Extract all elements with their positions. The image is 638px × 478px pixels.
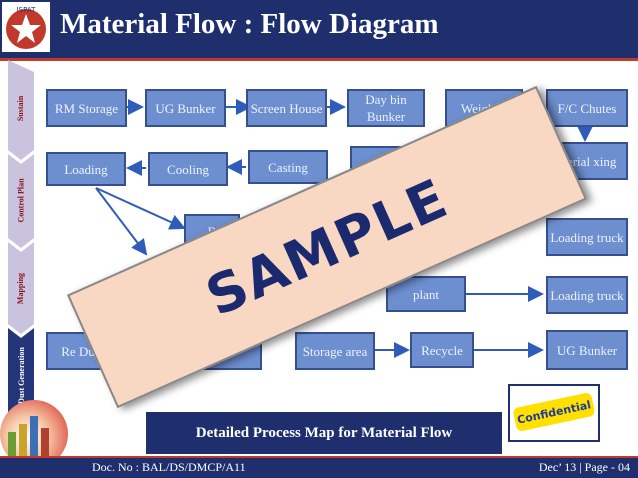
header-bar xyxy=(0,0,638,58)
node-loading: Loading xyxy=(46,152,126,186)
logo-text: ISPAT xyxy=(17,6,37,14)
node-recycle: Recycle xyxy=(410,332,474,368)
node-rm-storage: RM Storage xyxy=(46,89,127,127)
node-storage-area: Storage area xyxy=(295,332,375,370)
sidebar-chevrons xyxy=(8,60,34,420)
corner-graphic xyxy=(0,400,68,468)
footer-accent-line xyxy=(0,456,638,458)
node-fc-chutes: F/C Chutes xyxy=(546,89,628,127)
confidential-box: Confidential xyxy=(508,384,600,442)
footer-bar xyxy=(0,458,638,478)
node-cooling: Cooling xyxy=(148,152,228,186)
ispat-logo: ISPAT xyxy=(2,2,50,52)
sidebar: Sustain Control Plan Mapping Dust Genera… xyxy=(8,60,34,420)
node-casting: Casting xyxy=(248,150,328,184)
document-number: Doc. No : BAL/DS/DMCP/A11 xyxy=(92,460,246,474)
diagram-caption: Detailed Process Map for Material Flow xyxy=(146,412,502,454)
node-screen-house: Screen House xyxy=(246,89,327,127)
page-title: Material Flow : Flow Diagram xyxy=(60,8,439,40)
node-day-bin-bunker: Day bin Bunker xyxy=(347,89,425,127)
node-loading-truck-2: Loading truck xyxy=(546,276,628,314)
arrow-loading-to-b xyxy=(95,187,186,230)
node-ug-bunker-top: UG Bunker xyxy=(145,89,226,127)
node-loading-truck-1: Loading truck xyxy=(546,218,628,256)
arrow-loading-down xyxy=(95,187,148,256)
header-accent-line xyxy=(0,58,638,61)
page-info: Dec’ 13 | Page - 04 xyxy=(538,460,630,474)
confidential-badge: Confidential xyxy=(512,391,596,433)
node-ug-bunker-bottom: UG Bunker xyxy=(546,330,628,370)
